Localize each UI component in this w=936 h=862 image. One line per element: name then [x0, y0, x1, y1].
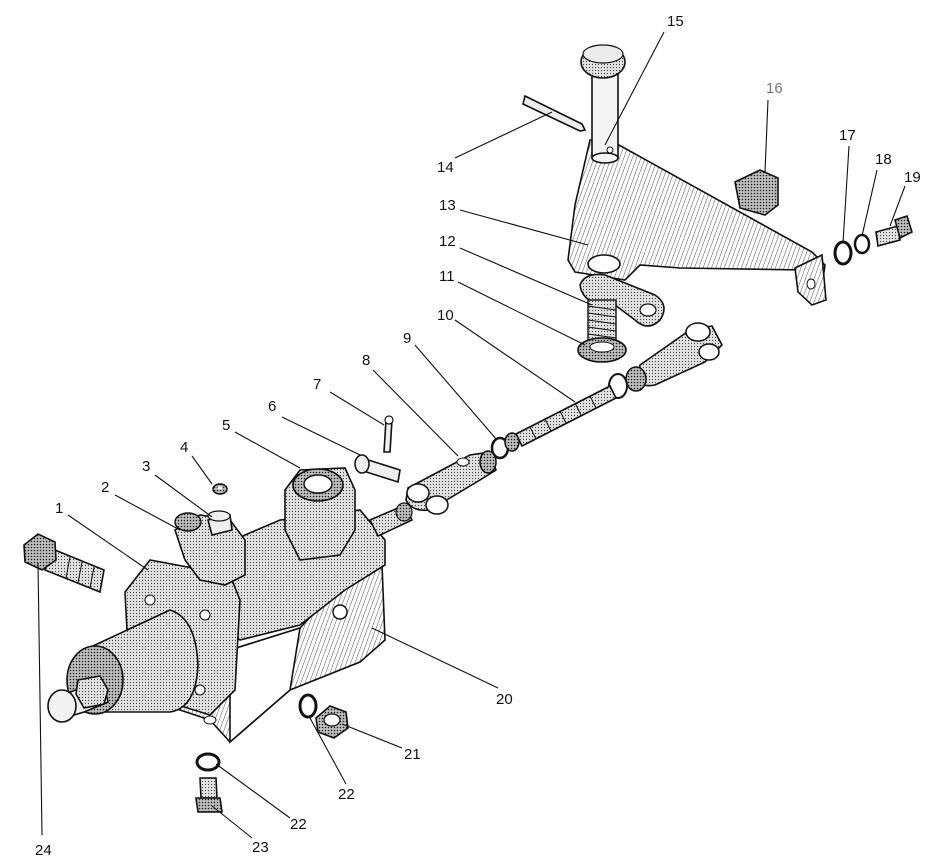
callout-9: 9 [403, 330, 411, 347]
spring-part [587, 299, 617, 341]
bracket-assembly [522, 44, 827, 363]
fastener-set-right [833, 214, 913, 266]
callout-21: 21 [404, 746, 421, 763]
callout-13: 13 [439, 197, 456, 214]
callout-7: 7 [313, 376, 321, 393]
callout-16: 16 [766, 80, 783, 97]
callout-17: 17 [839, 127, 856, 144]
callout-6: 6 [268, 398, 276, 415]
fork-upper [608, 322, 723, 399]
threaded-rod [514, 384, 618, 448]
callout-20: 20 [496, 691, 513, 708]
rod-nuts [490, 432, 520, 460]
callout-5: 5 [222, 417, 230, 434]
callout-12: 12 [439, 233, 456, 250]
callout-labels: 1 2 3 4 5 6 7 8 9 10 11 12 13 14 15 16 1… [35, 13, 921, 859]
callout-19: 19 [904, 169, 921, 186]
clevis-pin [354, 415, 401, 484]
callout-4: 4 [180, 439, 188, 456]
valve-housing [47, 467, 414, 744]
callout-1: 1 [55, 500, 63, 517]
callout-10: 10 [437, 307, 454, 324]
callout-24: 24 [35, 842, 52, 859]
pin-part [580, 44, 626, 164]
callout-2: 2 [101, 479, 109, 496]
callout-15: 15 [667, 13, 684, 30]
leader-lines [37, 31, 906, 839]
callout-3: 3 [142, 458, 150, 475]
fork-lower [405, 450, 497, 515]
callout-18: 18 [875, 151, 892, 168]
callout-14: 14 [437, 159, 454, 176]
callout-23: 23 [252, 839, 269, 856]
callout-11: 11 [439, 268, 455, 285]
callout-22-upper: 22 [338, 786, 355, 803]
small-fasteners [23, 483, 349, 813]
callout-8: 8 [362, 352, 370, 369]
callout-22-lower: 22 [290, 816, 307, 833]
